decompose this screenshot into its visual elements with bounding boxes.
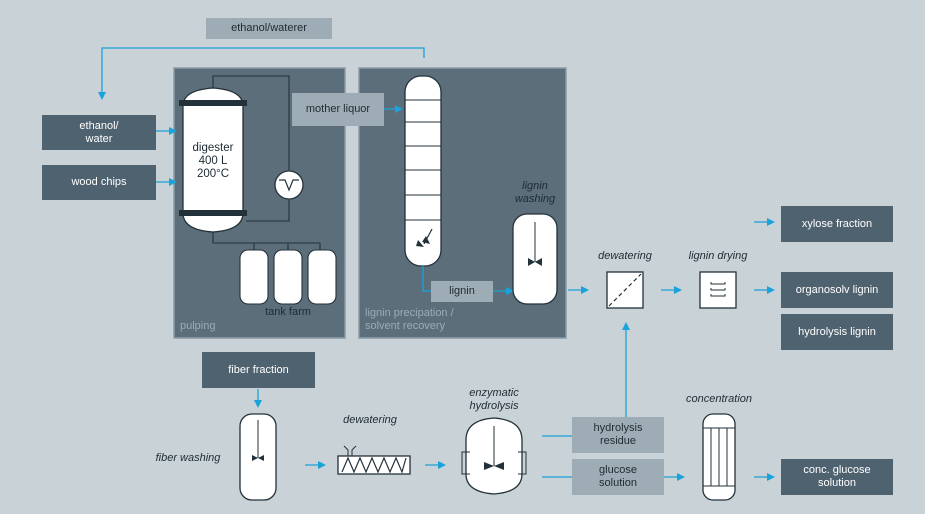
fiber-washing-label: fiber washing [155, 452, 221, 464]
digester-loop-top [212, 75, 290, 170]
recovery-panel-label: lignin precipation / solvent recovery [365, 307, 454, 332]
tank-3 [307, 249, 337, 305]
conc-glucose-box: conc. glucose solution [781, 459, 893, 495]
glucose-solution-label: glucose solution [599, 464, 637, 489]
hydrolysis-reactor [461, 417, 527, 495]
lignin-label: lignin [449, 285, 475, 297]
wood-chips-label: wood chips [71, 176, 127, 188]
ethanol-water-label: ethanol/ water [79, 119, 119, 145]
tank-2 [273, 249, 303, 305]
tank-1 [239, 249, 269, 305]
solvent-input-label: ethanol/waterer [231, 22, 307, 34]
xylose-fraction-label: xylose fraction [801, 217, 873, 230]
mother-liquor-label: mother liquor [305, 103, 371, 115]
xylose-fraction-box: xylose fraction [781, 206, 893, 242]
hydrolysis-residue-label: hydrolysis residue [593, 422, 643, 447]
fiber-washing-vessel [239, 413, 277, 501]
tank-farm-label: tank farm [265, 306, 311, 318]
hydrolysis-lignin-box: hydrolysis lignin [781, 314, 893, 350]
digester-vessel [179, 87, 247, 233]
glucose-solution-box: glucose solution [572, 459, 664, 495]
organosolv-lignin-label: organosolv lignin [795, 283, 879, 296]
lignin-box: lignin [431, 281, 493, 302]
concentration-unit [702, 413, 736, 501]
solvent-input-box: ethanol/waterer [206, 18, 332, 39]
lignin-washing-vessel [512, 213, 558, 305]
dewatering-filter-icon [606, 271, 644, 309]
digester-label: digester 400 L 200°C [192, 142, 234, 180]
wood-chips-box: wood chips [42, 165, 156, 200]
enzymatic-hydrolysis-label: enzymatic hydrolysis [469, 387, 519, 412]
precipitation-column [404, 75, 442, 267]
dewatering-bottom-label: dewatering [343, 414, 397, 426]
hydrolysis-residue-box: hydrolysis residue [572, 417, 664, 453]
conc-glucose-label: conc. glucose solution [803, 464, 871, 489]
tank-farm-manifold [212, 232, 320, 244]
ethanol-water-box: ethanol/ water [42, 115, 156, 150]
pulping-panel-label: pulping [180, 320, 216, 332]
heat-exchanger-icon [274, 170, 304, 200]
organosolv-lignin-box: organosolv lignin [781, 272, 893, 308]
hydrolysis-lignin-label: hydrolysis lignin [798, 325, 876, 338]
solvent-recycle-line [98, 47, 425, 100]
concentration-label: concentration [685, 393, 753, 405]
screw-press-icon [337, 445, 411, 475]
dewatering-top-label: dewatering [598, 250, 652, 262]
mother-liquor-box: mother liquor [292, 93, 384, 126]
digester-loop-bottom [246, 200, 290, 222]
fiber-fraction-label: fiber fraction [228, 363, 289, 376]
fiber-fraction-box: fiber fraction [202, 352, 315, 388]
lignin-drying-label: lignin drying [688, 250, 748, 262]
lignin-washing-label: lignin washing [514, 180, 556, 205]
lignin-dryer-icon [699, 271, 737, 309]
